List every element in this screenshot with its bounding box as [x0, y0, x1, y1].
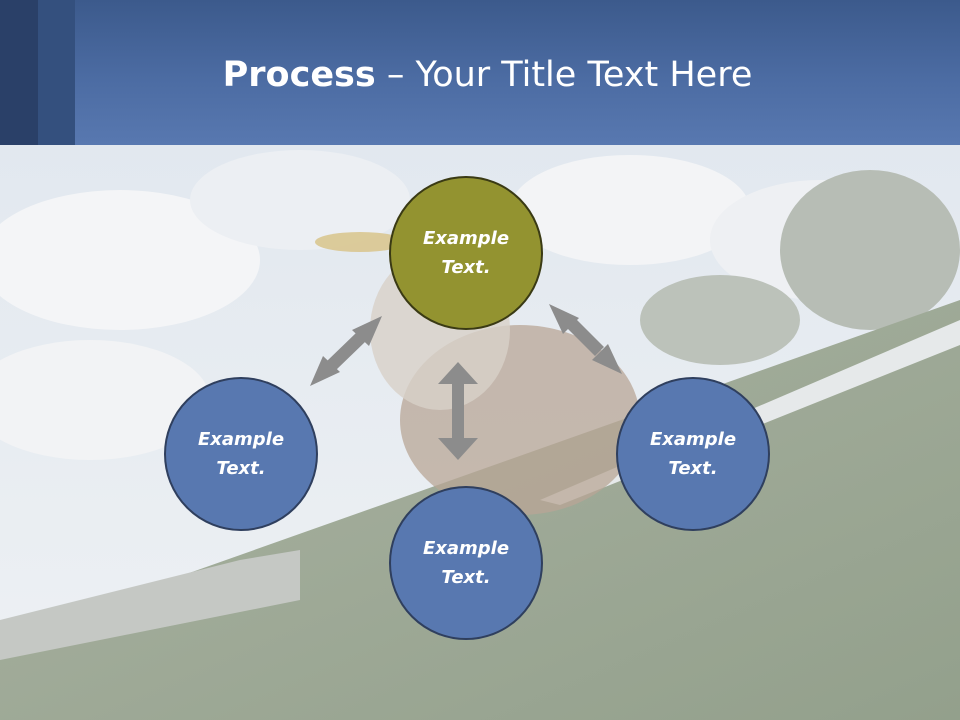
- node-bottom-text: Example Text.: [422, 538, 510, 588]
- node-left-text: Example Text.: [197, 429, 285, 479]
- title-bar: Process – Your Title Text Here: [0, 0, 960, 145]
- node-top-text: Example Text.: [422, 228, 510, 278]
- double-arrow-right-icon: [549, 304, 622, 374]
- header-accent-stripe-2: [38, 0, 75, 145]
- process-node-right[interactable]: Example Text.: [616, 377, 770, 531]
- process-node-top[interactable]: Example Text.: [389, 176, 543, 330]
- slide-title[interactable]: Process – Your Title Text Here: [75, 52, 900, 98]
- process-node-left[interactable]: Example Text.: [164, 377, 318, 531]
- header-accent-stripe: [0, 0, 38, 145]
- double-arrow-vertical-icon: [438, 362, 478, 460]
- title-rest: – Your Title Text Here: [375, 55, 753, 95]
- process-node-bottom[interactable]: Example Text.: [389, 486, 543, 640]
- double-arrow-left-icon: [310, 316, 382, 386]
- node-right-text: Example Text.: [649, 429, 737, 479]
- title-bold: Process: [222, 55, 376, 95]
